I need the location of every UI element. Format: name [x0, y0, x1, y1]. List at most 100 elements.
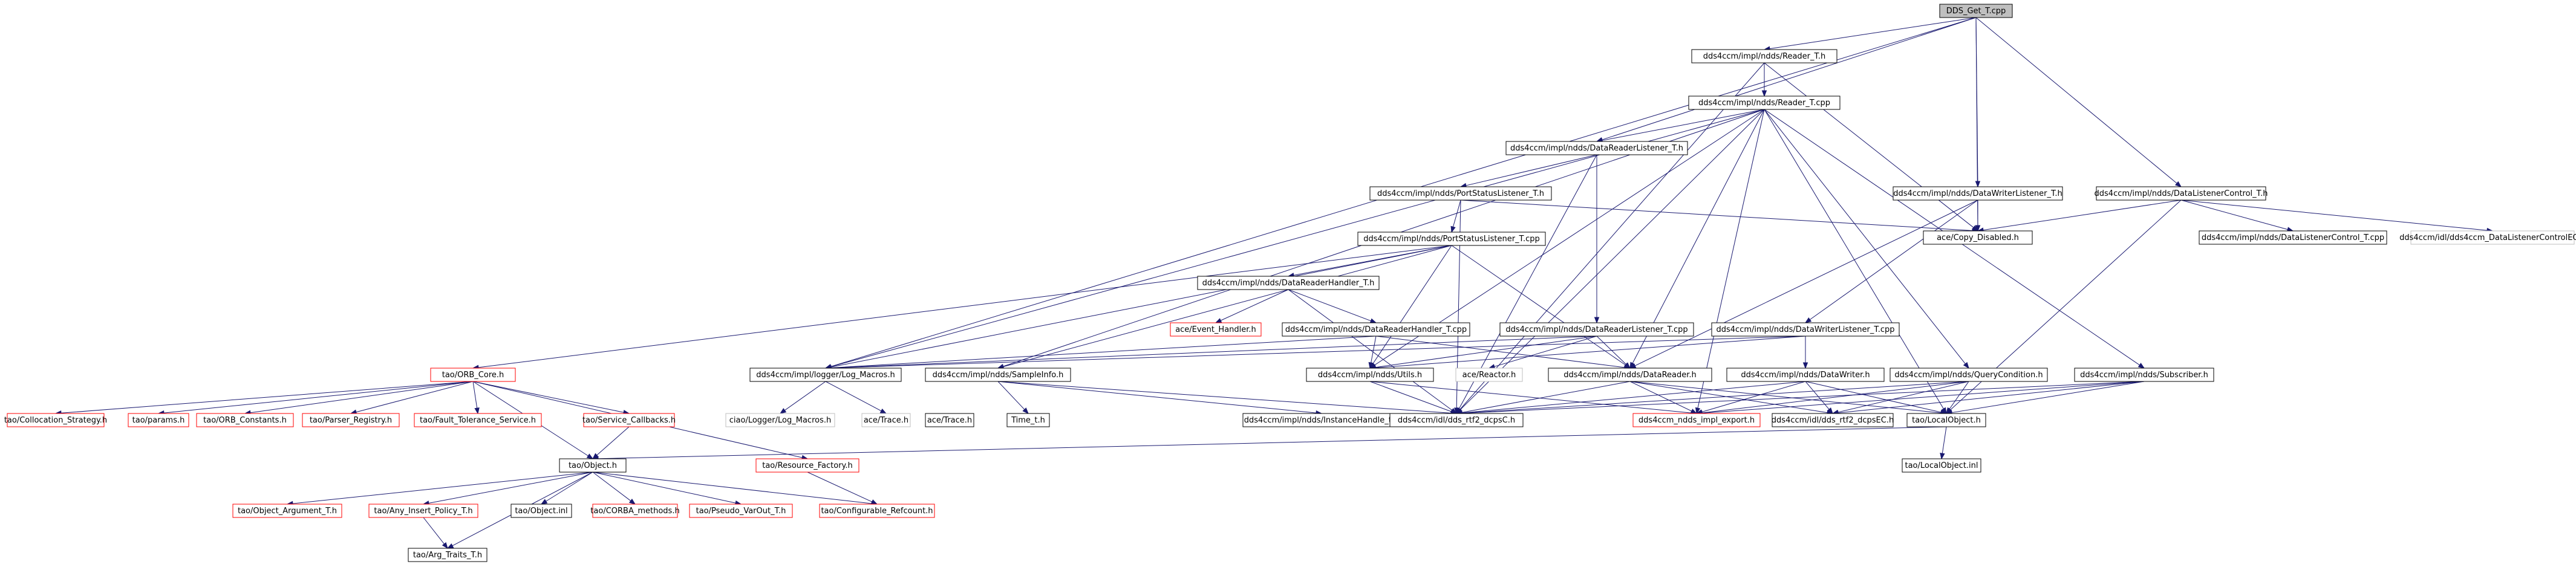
node-label: dds4ccm/impl/ndds/PortStatusListener_T.h	[1377, 189, 1544, 198]
graph-node-reader_h[interactable]: dds4ccm/impl/ndds/Reader_T.h	[1691, 49, 1837, 63]
edge-object-to-confref	[592, 472, 872, 504]
node-box	[196, 413, 294, 427]
edge-psl_cpp-to-utils	[1372, 245, 1452, 364]
graph-node-params[interactable]: tao/params.h	[128, 413, 189, 427]
graph-node-dlc_h[interactable]: dds4ccm/impl/ndds/DataListenerControl_T.…	[2095, 186, 2268, 201]
graph-node-root[interactable]: DDS_Get_T.cpp	[1939, 4, 2013, 18]
graph-node-drl_cpp[interactable]: dds4ccm/impl/ndds/DataReaderListener_T.c…	[1499, 322, 1694, 337]
node-box	[1632, 413, 1761, 427]
graph-node-acetrace2[interactable]: ace/Trace.h	[925, 413, 974, 427]
edge-sinfo-to-ihandle	[997, 381, 1317, 413]
node-label: tao/Parser_Registry.h	[310, 416, 392, 425]
graph-node-subs[interactable]: dds4ccm/impl/ndds/Subscriber.h	[2074, 368, 2214, 382]
edge-logm-to-acetrace1	[825, 381, 882, 412]
edge-drh_cpp-to-utils	[1371, 335, 1377, 363]
node-box	[408, 548, 487, 562]
graph-node-drh_cpp[interactable]: dds4ccm/impl/ndds/DataReaderHandler_T.cp…	[1282, 322, 1470, 337]
graph-node-orb[interactable]: tao/ORB_Core.h	[430, 368, 516, 382]
edge-orb-to-params	[163, 381, 474, 413]
edge-arrowhead	[2137, 363, 2145, 369]
node-label: dds4ccm/impl/ndds/Utils.h	[1318, 371, 1422, 380]
edge-arrowhead	[1827, 407, 1833, 415]
edge-subs-to-dcpsec	[1837, 381, 2145, 413]
graph-node-confref[interactable]: tao/Configurable_Refcount.h	[819, 504, 935, 518]
graph-node-anyins[interactable]: tao/Any_Insert_Policy_T.h	[368, 504, 478, 518]
edge-drh_h-to-drh_cpp	[1288, 289, 1371, 322]
graph-node-ndexport[interactable]: dds4ccm_ndds_impl_export.h	[1632, 413, 1761, 427]
graph-node-dlcec[interactable]: dds4ccm/idl/dds4ccm_DataListenerControlE…	[2399, 230, 2576, 245]
node-box	[1282, 322, 1470, 337]
graph-node-utils[interactable]: dds4ccm/impl/ndds/Utils.h	[1306, 368, 1434, 382]
graph-node-ihandle[interactable]: dds4ccm/impl/ndds/InstanceHandle_t.h	[1242, 413, 1401, 427]
graph-node-reactor[interactable]: ace/Reactor.h	[1455, 368, 1523, 382]
graph-node-resfac[interactable]: tao/Resource_Factory.h	[755, 458, 859, 473]
node-label: dds4ccm/impl/ndds/DataListenerControl_T.…	[2202, 233, 2384, 242]
graph-node-acetrace1[interactable]: ace/Trace.h	[861, 413, 911, 427]
graph-node-dwl_h[interactable]: dds4ccm/impl/ndds/DataWriterListener_T.h	[1893, 186, 2063, 201]
graph-node-ciaolog[interactable]: ciao/Logger/Log_Macros.h	[725, 413, 835, 427]
node-label: dds4ccm/idl/dds_rtf2_dcpsC.h	[1398, 416, 1515, 425]
graph-node-dwl_cpp[interactable]: dds4ccm/impl/ndds/DataWriterListener_T.c…	[1711, 322, 1900, 337]
node-label: ace/Reactor.h	[1462, 371, 1516, 380]
edge-root-to-dlc_h	[1975, 17, 2177, 184]
graph-node-drl_h[interactable]: dds4ccm/impl/ndds/DataReaderListener_T.h	[1505, 141, 1688, 155]
node-label: tao/Object_Argument_T.h	[238, 507, 337, 516]
graph-node-dlc_cpp[interactable]: dds4ccm/impl/ndds/DataListenerControl_T.…	[2199, 230, 2387, 245]
graph-node-psl_cpp[interactable]: dds4ccm/impl/ndds/PortStatusListener_T.c…	[1357, 232, 1546, 246]
graph-node-objinl[interactable]: tao/Object.inl	[510, 504, 572, 518]
edge-arrowhead	[1369, 318, 1377, 323]
graph-node-pseudo[interactable]: tao/Pseudo_VarOut_T.h	[689, 504, 793, 518]
node-box	[749, 368, 902, 382]
graph-node-colloc[interactable]: tao/Collocation_Strategy.h	[4, 413, 107, 427]
node-box	[1306, 368, 1434, 382]
edge-orb-to-parser	[356, 381, 474, 413]
node-box	[2199, 230, 2387, 245]
node-box	[1711, 322, 1900, 337]
graph-node-parser[interactable]: tao/Parser_Registry.h	[302, 413, 400, 427]
edge-localobj-to-object	[598, 426, 1947, 459]
edge-dwriter-to-ndexport	[1701, 381, 1806, 412]
graph-node-argtr[interactable]: tao/Arg_Traits_T.h	[408, 548, 487, 562]
edge-qcond-to-localobj	[1949, 381, 1969, 409]
node-box	[128, 413, 189, 427]
graph-node-corbam[interactable]: tao/CORBA_methods.h	[590, 504, 680, 518]
edge-dwl_cpp-to-logm	[830, 335, 1806, 369]
graph-node-svccb[interactable]: tao/Service_Callbacks.h	[582, 413, 676, 427]
graph-node-dwriter[interactable]: dds4ccm/impl/ndds/DataWriter.h	[1726, 368, 1885, 382]
graph-node-dreader[interactable]: dds4ccm/impl/ndds/DataReader.h	[1548, 368, 1712, 382]
graph-node-qcond[interactable]: dds4ccm/impl/ndds/QueryCondition.h	[1890, 368, 2048, 382]
graph-node-copy_dis[interactable]: ace/Copy_Disabled.h	[1923, 230, 2033, 245]
edge-reader_cpp-to-dcpsc	[1460, 109, 1765, 410]
graph-node-sinfo[interactable]: dds4ccm/impl/ndds/SampleInfo.h	[925, 368, 1071, 382]
graph-node-reader_cpp[interactable]: dds4ccm/impl/ndds/Reader_T.cpp	[1688, 96, 1841, 110]
node-label: dds4ccm_ndds_impl_export.h	[1639, 416, 1755, 425]
node-label: dds4ccm/impl/ndds/DataReaderHandler_T.cp…	[1285, 325, 1467, 334]
node-box	[1548, 368, 1712, 382]
graph-node-orbc[interactable]: tao/ORB_Constants.h	[196, 413, 294, 427]
graph-node-evh[interactable]: ace/Event_Handler.h	[1170, 322, 1262, 337]
graph-node-drh_h[interactable]: dds4ccm/impl/ndds/DataReaderHandler_T.h	[1197, 276, 1380, 290]
node-label: dds4ccm/idl/dds_rtf2_dcpsEC.h	[1772, 416, 1894, 425]
node-box	[1688, 96, 1841, 110]
graph-node-localinl[interactable]: tao/LocalObject.inl	[1902, 458, 1981, 473]
node-label: dds4ccm/impl/ndds/DataListenerControl_T.…	[2095, 189, 2268, 198]
edge-dwl_h-to-dwl_cpp	[1810, 199, 1978, 320]
graph-node-localobj[interactable]: tao/LocalObject.h	[1906, 413, 1986, 427]
node-label: dds4ccm/impl/ndds/DataWriterListener_T.c…	[1717, 325, 1895, 334]
graph-node-psl_h[interactable]: dds4ccm/impl/ndds/PortStatusListener_T.h	[1369, 186, 1552, 201]
graph-node-logm[interactable]: dds4ccm/impl/logger/Log_Macros.h	[749, 368, 902, 382]
graph-node-object[interactable]: tao/Object.h	[559, 458, 627, 473]
node-box	[1389, 413, 1524, 427]
graph-node-timet[interactable]: Time_t.h	[1006, 413, 1050, 427]
node-box	[725, 413, 835, 427]
node-box	[925, 368, 1071, 382]
graph-node-ftserv[interactable]: tao/Fault_Tolerance_Service.h	[414, 413, 542, 427]
edge-arrowhead	[628, 498, 636, 505]
edge-psl_cpp-to-dreader	[1451, 245, 1626, 366]
edge-reader_h-to-dcpsc	[1459, 62, 1765, 410]
edge-drl_cpp-to-utils	[1375, 335, 1597, 368]
graph-node-dcpsec[interactable]: dds4ccm/idl/dds_rtf2_dcpsEC.h	[1772, 413, 1894, 427]
graph-node-dcpsc[interactable]: dds4ccm/idl/dds_rtf2_dcpsC.h	[1389, 413, 1524, 427]
graph-node-objarg[interactable]: tao/Object_Argument_T.h	[232, 504, 342, 518]
edge-reader_cpp-to-qcond	[1764, 109, 1966, 365]
